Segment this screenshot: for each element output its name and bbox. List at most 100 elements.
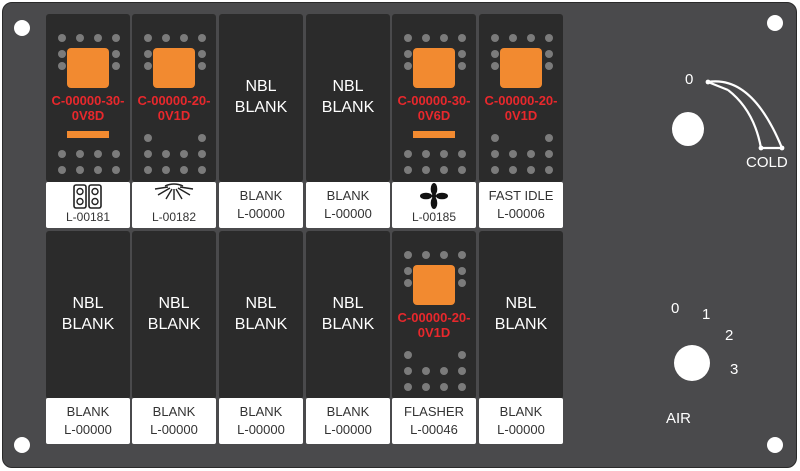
indicator-dot xyxy=(422,150,430,158)
temperature-knob[interactable] xyxy=(672,112,704,146)
indicator-dot xyxy=(198,150,206,158)
blank-switch-plug[interactable]: NBL BLANK xyxy=(479,231,563,399)
rocker-actuator[interactable] xyxy=(153,48,195,88)
legend-text: FLASHER xyxy=(404,404,464,419)
legend-text: BLANK xyxy=(66,404,110,419)
bottom-dot-grid xyxy=(404,367,466,391)
indicator-dot xyxy=(545,50,553,58)
blank-plug-text: NBL BLANK xyxy=(321,295,375,333)
indicator-dot xyxy=(404,166,412,174)
legend-text: BLANK xyxy=(326,404,370,419)
air-knob-position-0: 0 xyxy=(671,300,680,317)
indicator-dot xyxy=(94,34,102,42)
indicator-dot xyxy=(458,150,466,158)
indicator-dot xyxy=(404,383,412,391)
indicator-dot xyxy=(491,34,499,42)
indicator-dot xyxy=(112,62,120,70)
indicator-dot xyxy=(144,166,152,174)
rocker-switch[interactable]: C-00000-20- 0V1D xyxy=(132,14,216,182)
rocker-switch[interactable]: C-00000-30- 0V6D xyxy=(392,14,476,182)
indicator-dot xyxy=(491,150,499,158)
rocker-switch[interactable]: C-00000-20- 0V1D xyxy=(392,231,476,399)
indicator-dot xyxy=(58,166,66,174)
indicator-dot xyxy=(404,34,412,42)
indicator-dot xyxy=(58,62,66,70)
indicator-dot xyxy=(112,150,120,158)
air-knob[interactable] xyxy=(674,345,710,381)
legend-text: BLANK xyxy=(239,188,283,203)
switch-part-number: C-00000-30- 0V8D xyxy=(51,93,125,123)
indicator-dot xyxy=(404,150,412,158)
blank-switch-plug[interactable]: NBL BLANK xyxy=(306,231,390,399)
legend-code: L-00185 xyxy=(411,210,457,224)
legend-code: L-00182 xyxy=(151,210,197,224)
mount-hole-bottom-right xyxy=(767,437,783,453)
rocker-actuator[interactable] xyxy=(67,48,109,88)
temp-knob-cold-label: COLD xyxy=(746,154,788,171)
indicator-dot xyxy=(422,34,430,42)
blank-plug-text: NBL BLANK xyxy=(61,295,115,333)
indicator-dot xyxy=(422,166,430,174)
indicator-dot xyxy=(422,251,430,259)
indicator-dot xyxy=(404,50,412,58)
blank-switch-plug[interactable]: NBL BLANK xyxy=(219,231,303,399)
blank-switch-plug[interactable]: NBL BLANK xyxy=(306,14,390,182)
blank-plug-text: NBL BLANK xyxy=(234,295,288,333)
indicator-dot xyxy=(58,34,66,42)
indicator-dot xyxy=(198,134,206,142)
indicator-dot xyxy=(458,62,466,70)
indicator-bar xyxy=(67,131,109,138)
indicator-dot xyxy=(198,62,206,70)
blank-switch-plug[interactable]: NBL BLANK xyxy=(132,231,216,399)
legend-code: L-00006 xyxy=(497,206,545,221)
indicator-dot xyxy=(491,50,499,58)
switch-part-number: C-00000-30- 0V6D xyxy=(397,93,471,123)
indicator-dot xyxy=(458,279,466,287)
indicator-dot xyxy=(440,367,448,375)
legend-code: L-00000 xyxy=(237,206,285,221)
bottom-dot-grid xyxy=(144,150,206,174)
indicator-dot xyxy=(94,166,102,174)
indicator-dot xyxy=(440,150,448,158)
legend-code: L-00000 xyxy=(150,422,198,437)
indicator-dot xyxy=(458,34,466,42)
indicator-dot xyxy=(545,34,553,42)
legend-text: BLANK xyxy=(326,188,370,203)
legend-code: L-00000 xyxy=(324,422,372,437)
indicator-dot xyxy=(112,34,120,42)
indicator-dot xyxy=(458,383,466,391)
indicator-dot xyxy=(509,150,517,158)
indicator-dot xyxy=(94,150,102,158)
blank-plug-text: NBL BLANK xyxy=(494,295,548,333)
indicator-dot xyxy=(404,367,412,375)
legend-code: L-00000 xyxy=(497,422,545,437)
temp-knob-zero-label: 0 xyxy=(685,71,694,88)
rocker-switch[interactable]: C-00000-20- 0V1D xyxy=(479,14,563,182)
indicator-dot xyxy=(491,62,499,70)
blank-switch-plug[interactable]: NBL BLANK xyxy=(219,14,303,182)
indicator-dot xyxy=(58,50,66,58)
rocker-actuator[interactable] xyxy=(413,265,455,305)
air-knob-position-3: 3 xyxy=(730,361,739,378)
indicator-dot xyxy=(404,251,412,259)
indicator-dot xyxy=(491,134,499,142)
rocker-switch[interactable]: C-00000-30- 0V8D xyxy=(46,14,130,182)
indicator-dot xyxy=(527,34,535,42)
indicator-dot xyxy=(422,383,430,391)
indicator-dot xyxy=(440,166,448,174)
indicator-dot xyxy=(180,34,188,42)
blank-switch-plug[interactable]: NBL BLANK xyxy=(46,231,130,399)
indicator-dot xyxy=(458,367,466,375)
indicator-dot xyxy=(440,251,448,259)
indicator-dot xyxy=(440,34,448,42)
rocker-actuator[interactable] xyxy=(500,48,542,88)
rocker-actuator[interactable] xyxy=(413,48,455,88)
air-knob-position-2: 2 xyxy=(725,327,734,344)
indicator-dot xyxy=(458,166,466,174)
indicator-bar xyxy=(413,131,455,138)
indicator-dot xyxy=(545,62,553,70)
indicator-dot xyxy=(144,62,152,70)
indicator-dot xyxy=(545,150,553,158)
